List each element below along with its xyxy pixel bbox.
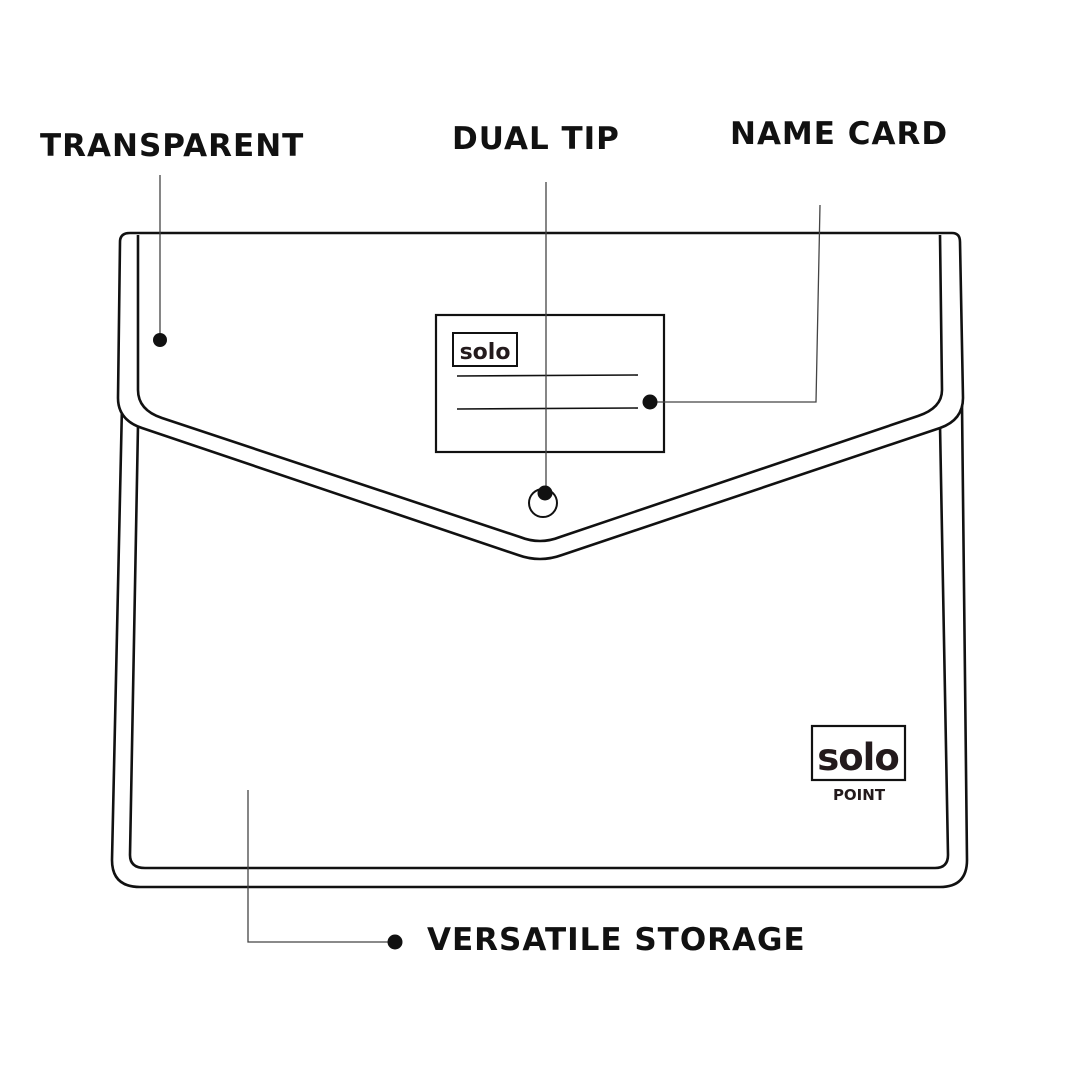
name-card-line-1: [456, 374, 639, 377]
envelope-body-outer: [110, 404, 969, 889]
envelope-body-inner: [128, 424, 950, 870]
label-dual-tip: DUAL TIP: [452, 121, 620, 157]
brand-logo: solo: [817, 736, 899, 779]
brand-logo-sub: POINT: [833, 786, 886, 804]
name-card-line-2: [456, 407, 639, 410]
label-versatile-storage: VERSATILE STORAGE: [427, 922, 806, 958]
brand-logo-box: [810, 724, 907, 782]
versatile-storage-leader: [247, 790, 395, 943]
label-name-card: NAME CARD: [730, 116, 948, 152]
name-card-dot: [642, 394, 658, 410]
label-transparent: TRANSPARENT: [40, 128, 304, 164]
envelope-flap-inner: [136, 234, 944, 543]
dual-tip-dot: [537, 485, 553, 501]
versatile-storage-dot: [387, 934, 403, 950]
name-card-leader: [650, 204, 821, 403]
name-card-logo-box: [452, 332, 518, 367]
name-card: [434, 313, 666, 454]
transparent-dot: [153, 333, 167, 347]
name-card-logo: solo: [460, 340, 511, 365]
